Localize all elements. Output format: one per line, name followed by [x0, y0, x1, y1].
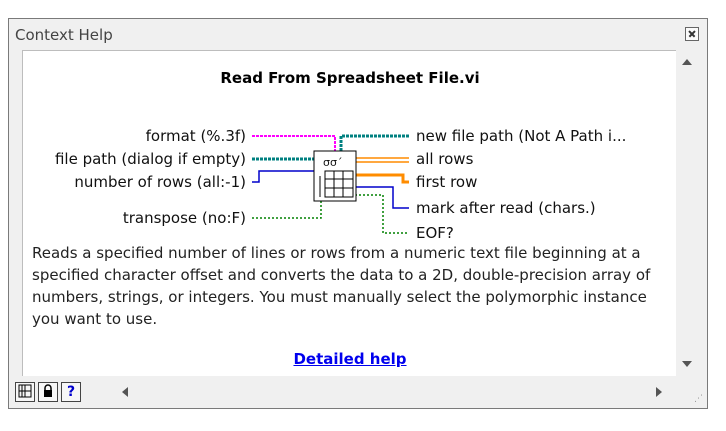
wire-all-rows	[355, 157, 409, 163]
scroll-up-icon[interactable]	[682, 59, 692, 65]
wire-mark-after-read	[355, 186, 409, 209]
output-label-eof: EOF?	[416, 224, 454, 241]
wire-format	[252, 135, 336, 151]
input-label-transpose: transpose (no:F)	[123, 209, 246, 227]
wire-number-of-rows	[252, 170, 314, 183]
connector-pane-icon	[18, 384, 32, 398]
output-label-all-rows: all rows	[416, 150, 474, 168]
wire-new-file-path	[339, 134, 409, 151]
context-help-window: Context Help Read From Spreadsheet File.…	[8, 18, 708, 409]
output-label-first-row: first row	[416, 173, 477, 191]
wire-transpose	[252, 201, 322, 219]
vi-title: Read From Spreadsheet File.vi	[220, 69, 480, 87]
output-label-mark-after-read: mark after read (chars.)	[416, 199, 596, 217]
wire-eof	[355, 194, 409, 234]
scroll-left-icon[interactable]	[122, 387, 128, 397]
detailed-help-link[interactable]: Detailed help	[293, 350, 407, 368]
bottom-toolbar: ? ⋰	[9, 376, 707, 408]
wire-first-row	[355, 173, 409, 184]
vi-icon: σσ´	[313, 150, 357, 202]
title-bar: Context Help	[9, 19, 707, 49]
input-label-number-of-rows: number of rows (all:-1)	[74, 173, 246, 191]
output-label-new-file-path: new file path (Not A Path i...	[416, 127, 626, 145]
input-label-file-path: file path (dialog if empty)	[55, 150, 246, 168]
scroll-right-icon[interactable]	[656, 387, 662, 397]
connector-pane-diagram: format (%.3f) file path (dialog if empty…	[55, 127, 626, 241]
lock-icon	[44, 384, 52, 397]
vertical-scrollbar[interactable]	[676, 50, 696, 376]
resize-grip-icon[interactable]: ⋰	[694, 394, 703, 404]
input-label-format: format (%.3f)	[146, 127, 246, 145]
lock-button[interactable]	[38, 382, 58, 402]
help-button[interactable]: ?	[61, 382, 81, 402]
svg-text:σσ´: σσ´	[323, 156, 342, 169]
scroll-down-icon[interactable]	[682, 361, 692, 367]
vi-description: Reads a specified number of lines or row…	[32, 244, 651, 328]
show-optional-terminals-button[interactable]	[15, 382, 35, 402]
window-title: Context Help	[15, 26, 113, 44]
close-icon[interactable]	[685, 27, 699, 41]
help-content: Read From Spreadsheet File.vi format (%.…	[22, 50, 677, 377]
